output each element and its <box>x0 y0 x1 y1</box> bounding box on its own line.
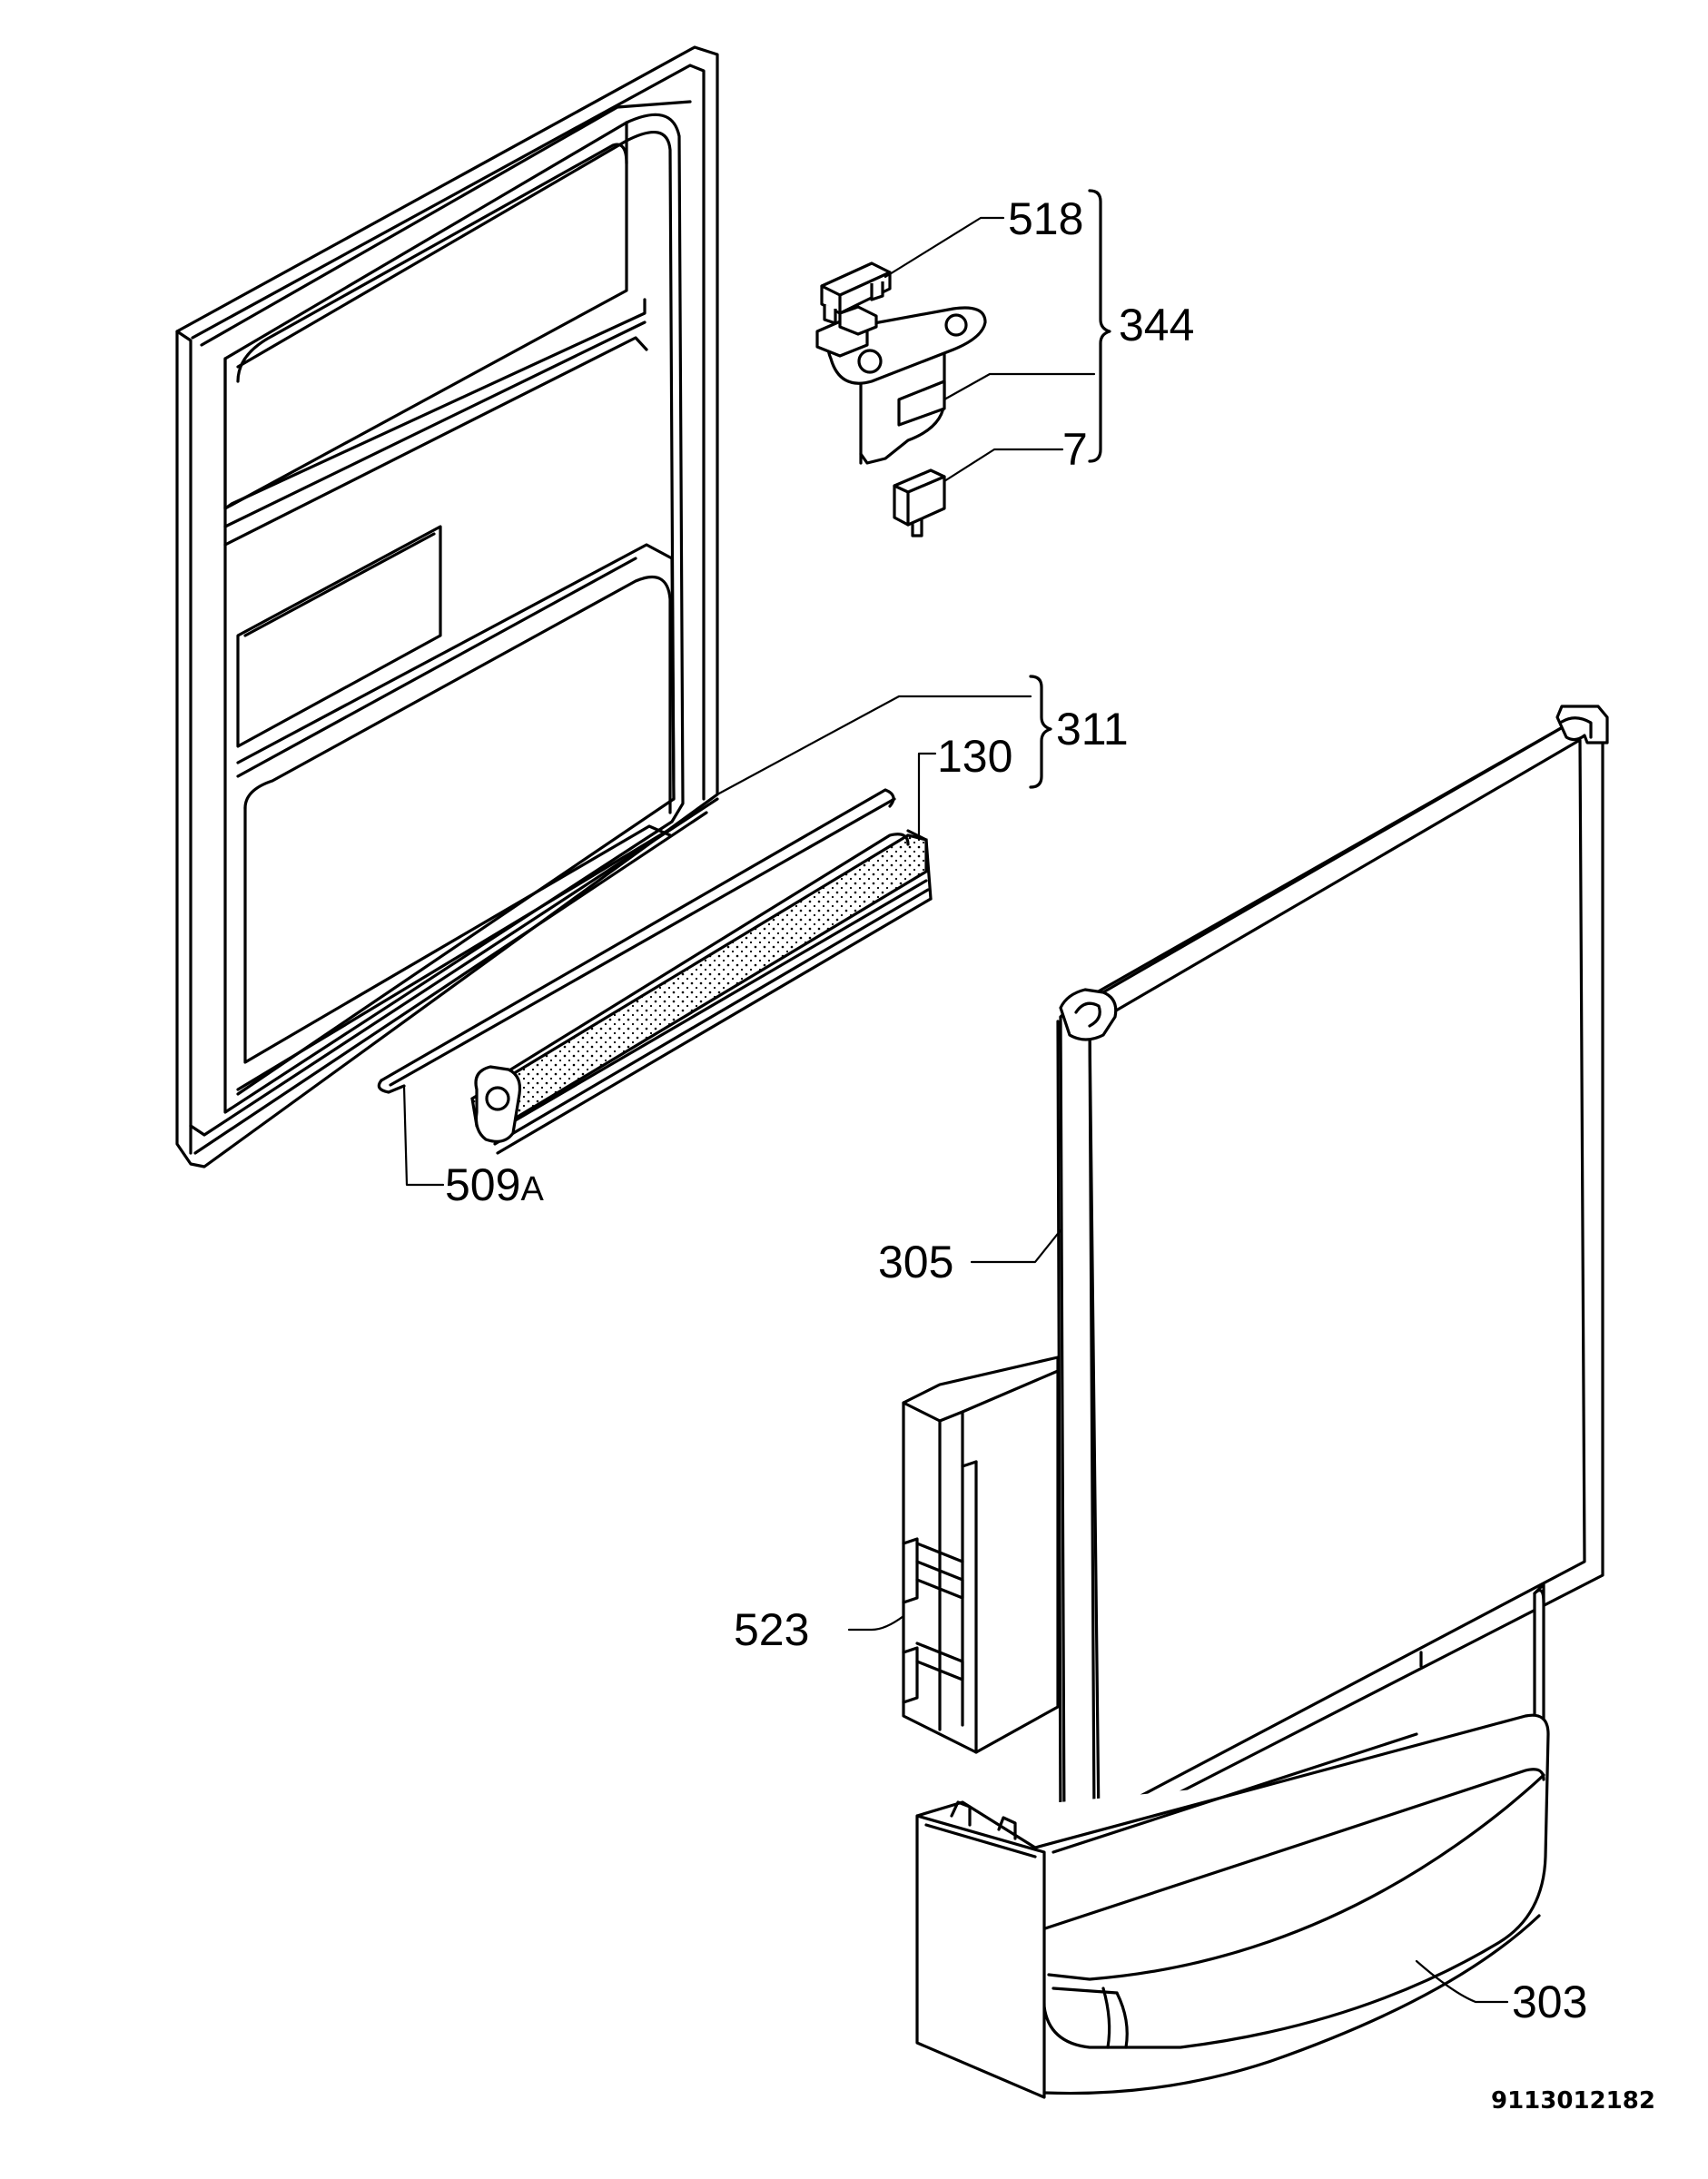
label-344: 344 <box>1119 300 1194 350</box>
label-130: 130 <box>937 731 1012 782</box>
catch-518 <box>820 261 892 325</box>
leader-509a <box>402 1084 445 1187</box>
leader-311 <box>716 695 1032 796</box>
bracket-311 <box>1029 675 1052 789</box>
outer-door-panel-305 <box>1056 705 1609 1845</box>
leader-130 <box>917 752 937 842</box>
door-lock-assembly-344 <box>815 189 1111 537</box>
label-509: 509A <box>445 1159 544 1210</box>
lock-body <box>815 305 987 465</box>
drawing-code: 9113012182 <box>1491 2087 1655 2115</box>
control-box-523 <box>847 1356 1060 1754</box>
leader-305 <box>970 1228 1062 1264</box>
microswitch-7 <box>893 468 946 537</box>
label-523: 523 <box>734 1604 809 1655</box>
label-303: 303 <box>1512 1977 1587 2027</box>
label-311: 311 <box>1056 704 1129 754</box>
label-7: 7 <box>1062 424 1088 475</box>
hinge-rod-509a <box>377 788 896 1094</box>
bottom-tray-303 <box>915 1582 1550 2099</box>
inner-door-panel <box>175 45 719 1168</box>
label-305: 305 <box>878 1237 953 1287</box>
label-518: 518 <box>1008 193 1083 244</box>
door-seal-130 <box>470 829 933 1155</box>
